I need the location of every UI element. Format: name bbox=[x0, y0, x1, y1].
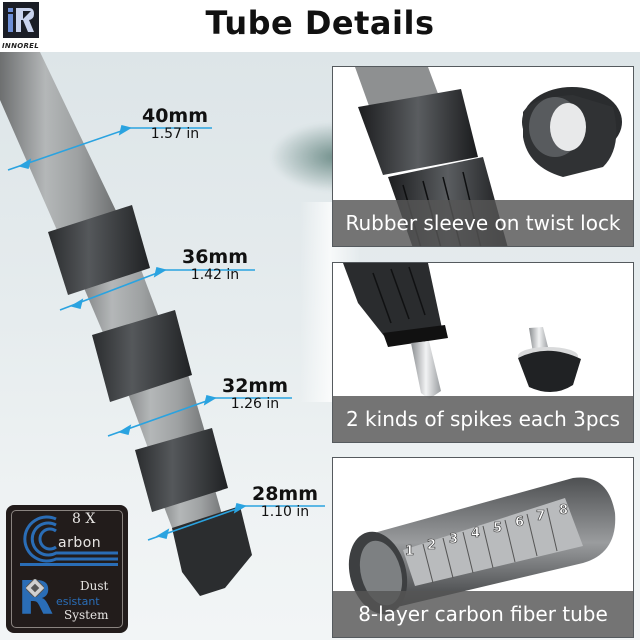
carbon-dust-resistant-badge: 8 X arbon R Dust esistant System bbox=[6, 505, 128, 633]
tripod-leg-image bbox=[0, 52, 325, 596]
layer-number-7: 7 bbox=[536, 509, 546, 525]
layer-number-3: 3 bbox=[449, 532, 459, 548]
dimension-inch: 1.57 in bbox=[150, 126, 200, 142]
header: INNOREL Tube Details bbox=[0, 0, 640, 52]
badge-resistant-label: esistant bbox=[56, 595, 100, 608]
dimension-label-28mm: 28mm 1.10 in bbox=[245, 484, 325, 520]
dimension-mm: 28mm bbox=[251, 483, 319, 505]
dimension-inch: 1.26 in bbox=[230, 396, 280, 412]
panel-caption: 2 kinds of spikes each 3pcs bbox=[333, 396, 633, 442]
dimension-inch: 1.42 in bbox=[190, 267, 240, 283]
dimension-inch: 1.10 in bbox=[260, 504, 310, 520]
spikes-image bbox=[343, 263, 581, 399]
panel-caption: 8-layer carbon fiber tube bbox=[333, 591, 633, 637]
dust-shield-icon bbox=[26, 579, 44, 597]
brand-wordmark: INNOREL bbox=[2, 42, 40, 50]
dimension-mm: 32mm bbox=[221, 375, 289, 397]
layer-number-1: 1 bbox=[405, 544, 415, 560]
carbon-c-icon bbox=[20, 515, 118, 566]
badge-8x-label: 8 X bbox=[72, 511, 96, 527]
panel-caption: Rubber sleeve on twist lock bbox=[333, 200, 633, 246]
layer-number-6: 6 bbox=[515, 515, 525, 531]
twist-lock bbox=[48, 205, 228, 512]
ir-logo-icon bbox=[8, 8, 34, 32]
dimension-label-32mm: 32mm 1.26 in bbox=[215, 376, 295, 412]
panel-spikes: 2 kinds of spikes each 3pcs bbox=[332, 262, 634, 443]
layer-number-5: 5 bbox=[493, 521, 503, 537]
badge-carbon-label: arbon bbox=[58, 535, 102, 551]
panel-rubber-sleeve: Rubber sleeve on twist lock bbox=[332, 66, 634, 247]
panel-carbon-layers: 1 2 3 4 5 6 7 8 8-layer carbon fiber tub… bbox=[332, 457, 634, 638]
page-title: Tube Details bbox=[205, 4, 435, 42]
layer-number-2: 2 bbox=[427, 538, 437, 554]
badge-dust-label: Dust bbox=[80, 579, 109, 593]
badge-system-label: System bbox=[64, 608, 109, 622]
dimension-mm: 36mm bbox=[181, 246, 249, 268]
brand-logo bbox=[3, 2, 39, 38]
dimension-label-36mm: 36mm 1.42 in bbox=[175, 247, 255, 283]
dimension-mm: 40mm bbox=[141, 105, 209, 127]
layer-number-4: 4 bbox=[471, 526, 481, 542]
dimension-label-40mm: 40mm 1.57 in bbox=[135, 106, 215, 142]
layer-number-8: 8 bbox=[559, 503, 569, 519]
